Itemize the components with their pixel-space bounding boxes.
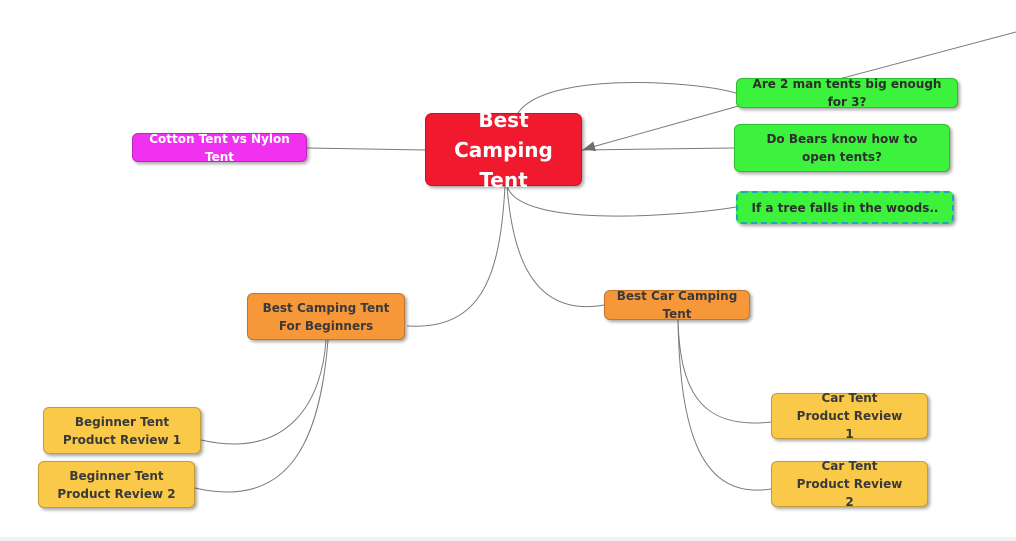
car-review-2[interactable]: Car Tent Product Review 2 bbox=[771, 459, 928, 509]
central-topic[interactable]: Best Camping Tent bbox=[425, 108, 582, 192]
link-central-to-tree-falls bbox=[506, 185, 737, 217]
beginner-review-2-label: Beginner Tent Product Review 2 bbox=[57, 468, 176, 501]
branch-car-camping-label: Best Car Camping Tent bbox=[616, 289, 738, 321]
beginner-review-1[interactable]: Beginner Tent Product Review 1 bbox=[43, 407, 201, 454]
topic-bears-open-tents[interactable]: Do Bears know how to open tents? bbox=[734, 124, 950, 172]
topic-tree-falls[interactable]: If a tree falls in the woods.. bbox=[736, 191, 954, 224]
link-central-to-beginners bbox=[406, 185, 506, 327]
topic-cotton-vs-nylon[interactable]: Cotton Tent vs Nylon Tent bbox=[132, 132, 307, 164]
link-central-to-car bbox=[506, 185, 605, 308]
beginner-review-1-label: Beginner Tent Product Review 1 bbox=[62, 414, 182, 447]
topic-tree-falls-label: If a tree falls in the woods.. bbox=[751, 200, 939, 215]
topic-cotton-vs-nylon-label: Cotton Tent vs Nylon Tent bbox=[149, 131, 290, 164]
topic-bears-open-tents-label: Do Bears know how to open tents? bbox=[766, 132, 918, 164]
canvas-bottom-edge bbox=[0, 537, 1016, 541]
branch-car-camping[interactable]: Best Car Camping Tent bbox=[604, 289, 750, 321]
branch-beginners[interactable]: Best Camping Tent For Beginners bbox=[247, 293, 405, 340]
link-central-to-bears bbox=[581, 147, 735, 151]
topic-2-man-tents-label: Are 2 man tents big enough for 3? bbox=[752, 77, 942, 109]
car-review-1[interactable]: Car Tent Product Review 1 bbox=[771, 391, 928, 441]
link-central-to-2-man-tents bbox=[517, 81, 737, 114]
central-topic-label: Best Camping Tent bbox=[454, 107, 553, 192]
link-car-to-review-1 bbox=[677, 319, 772, 424]
link-beginners-to-review-2 bbox=[194, 339, 329, 493]
car-review-1-label: Car Tent Product Review 1 bbox=[796, 391, 903, 441]
branch-beginners-label: Best Camping Tent For Beginners bbox=[262, 300, 390, 333]
link-central-to-cotton-tent bbox=[306, 147, 426, 151]
topic-2-man-tents[interactable]: Are 2 man tents big enough for 3? bbox=[736, 77, 958, 109]
beginner-review-2[interactable]: Beginner Tent Product Review 2 bbox=[38, 461, 195, 508]
link-car-to-review-2 bbox=[677, 319, 772, 491]
link-beginners-to-review-1 bbox=[200, 339, 327, 445]
car-review-2-label: Car Tent Product Review 2 bbox=[796, 459, 903, 509]
